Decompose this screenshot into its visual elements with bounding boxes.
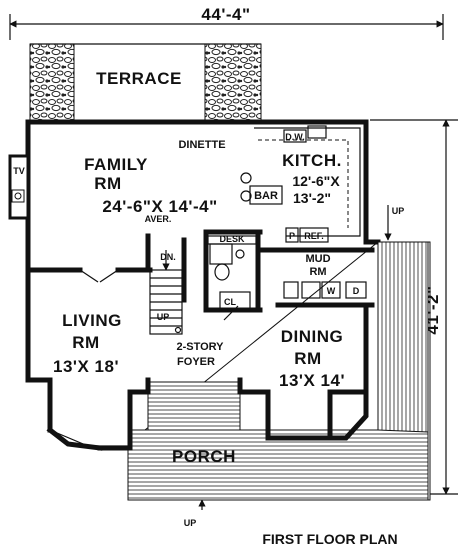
- family-size-label: 24'-6"X 14'-4": [102, 197, 217, 216]
- pantry-label: P: [289, 231, 295, 241]
- foyer-2-label: FOYER: [177, 356, 215, 368]
- mud-1-label: MUD: [305, 253, 330, 265]
- kitchen-counters: [254, 125, 361, 237]
- desk-label: DESK: [219, 234, 245, 244]
- bay-windows: [46, 389, 369, 451]
- tv-label: TV: [13, 166, 25, 176]
- overall-width-label: 44'-4": [201, 5, 250, 24]
- porch: [49, 302, 429, 510]
- overall-width-dimension: [9, 14, 444, 40]
- tv-bumpout: [8, 154, 30, 220]
- ref-label: REF.: [304, 231, 324, 241]
- terrace-label: TERRACE: [96, 69, 182, 88]
- stair-up-label: UP: [157, 312, 170, 322]
- staircase: [149, 250, 183, 335]
- mud-2-label: RM: [309, 266, 326, 278]
- family-note-label: AVER.: [145, 214, 172, 224]
- porch-label: PORCH: [172, 447, 236, 466]
- closet: [219, 291, 251, 321]
- family-rm-label: RM: [94, 174, 121, 193]
- interior-partitions: [25, 229, 375, 313]
- closet-label: CL: [224, 297, 236, 307]
- dishwasher-label: D.W.: [285, 132, 305, 142]
- living-rm-label: RM: [72, 333, 99, 352]
- deck-up-label: UP: [392, 206, 405, 216]
- dining-rm-label: RM: [294, 349, 321, 368]
- kitchen-size-1-label: 12'-6"X: [292, 173, 340, 189]
- overall-depth-dimension: [370, 119, 458, 495]
- porch-up-label: UP: [184, 518, 197, 528]
- washer-label: W: [327, 286, 336, 296]
- mud-room-fixtures: [283, 281, 367, 299]
- bar-label: BAR: [254, 190, 278, 202]
- kitchen-name-label: KITCH.: [282, 151, 342, 170]
- bar-counter: [240, 172, 283, 205]
- family-name-label: FAMILY: [84, 155, 148, 174]
- dinette-label: DINETTE: [178, 139, 225, 151]
- deck: [127, 205, 431, 501]
- powder-room-fixtures: [207, 235, 257, 281]
- dining-size-label: 13'X 14': [279, 371, 345, 390]
- pantry-ref: [285, 227, 329, 243]
- stair-down-label: DN.: [160, 252, 176, 262]
- foyer-1-label: 2-STORY: [176, 341, 224, 353]
- living-name-label: LIVING: [62, 311, 122, 330]
- dryer-label: D: [353, 286, 360, 296]
- terrace-stonework: [29, 43, 262, 121]
- dining-name-label: DINING: [281, 327, 344, 346]
- kitchen-size-2-label: 13'-2": [293, 190, 331, 206]
- living-size-label: 13'X 18': [53, 357, 119, 376]
- plan-caption: FIRST FLOOR PLAN: [262, 531, 397, 547]
